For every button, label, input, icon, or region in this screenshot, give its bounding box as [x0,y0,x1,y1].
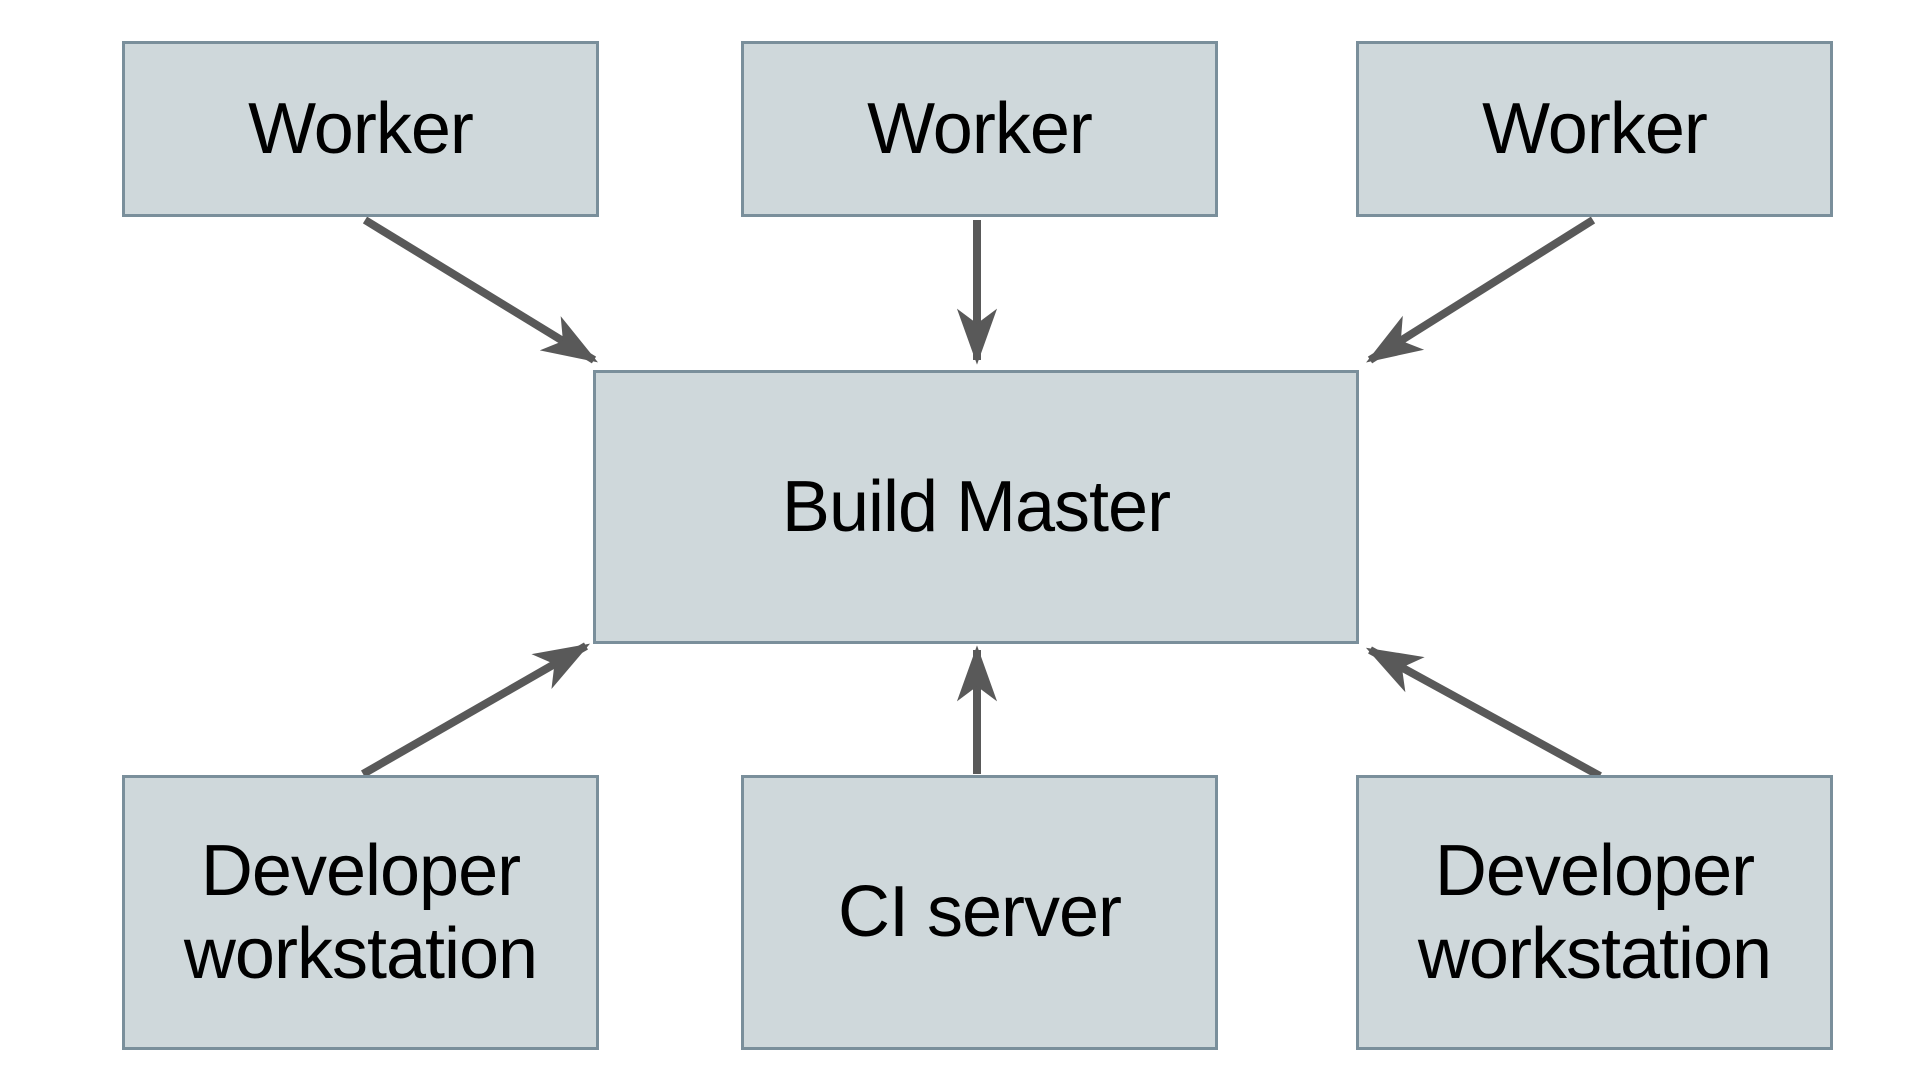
node-label-worker-2: Worker [867,88,1093,169]
node-label-ci-server: CI server [837,872,1122,953]
node-worker-2: Worker [741,41,1218,217]
edge-worker-1-to-build-master [362,216,598,364]
node-label-dev-workstation-1: Developer workstation [183,831,538,994]
node-label-build-master: Build Master [781,466,1171,547]
edge-dev-workstation-2-to-build-master [1365,646,1602,780]
edge-worker-3-to-build-master [1366,216,1596,364]
node-label-worker-1: Worker [248,88,474,169]
node-dev-workstation-2: Developer workstation [1356,775,1833,1050]
node-label-worker-3: Worker [1482,88,1708,169]
node-worker-1: Worker [122,41,599,217]
node-build-master: Build Master [593,370,1359,644]
node-label-dev-workstation-2: Developer workstation [1417,831,1772,994]
node-ci-server: CI server [741,775,1218,1050]
node-dev-workstation-1: Developer workstation [122,775,599,1050]
node-worker-3: Worker [1356,41,1833,217]
edge-dev-workstation-1-to-build-master [361,642,591,778]
